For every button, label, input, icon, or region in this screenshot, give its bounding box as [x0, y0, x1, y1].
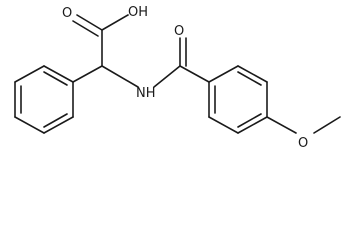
- hydroxyl-label: OH: [128, 5, 148, 20]
- bond-alpha-nitrogen: [101, 65, 139, 88]
- bond-methoxy-methyl: [313, 116, 341, 134]
- amide-nitrogen-label: NH: [136, 86, 156, 101]
- phenyl-ring: [14, 65, 74, 134]
- bond-carboxyl-oh: [101, 14, 129, 31]
- bond-ring-methoxy: [266, 116, 297, 134]
- bond-carbonyl-a: [76, 14, 103, 31]
- bond-phenyl-alpha: [72, 65, 103, 83]
- structure-diagram: O OH NH O O: [14, 5, 341, 151]
- bond-nitrogen-carbonyl: [153, 65, 181, 88]
- bond-carbonyl-b: [72, 20, 99, 37]
- bond-carbonyl-ring: [179, 65, 210, 83]
- carboxyl-oxygen-label: O: [62, 6, 72, 21]
- methoxy-oxygen-label: O: [298, 136, 308, 151]
- anisoyl-ring: [208, 65, 268, 134]
- amide-oxygen-label: O: [174, 24, 184, 39]
